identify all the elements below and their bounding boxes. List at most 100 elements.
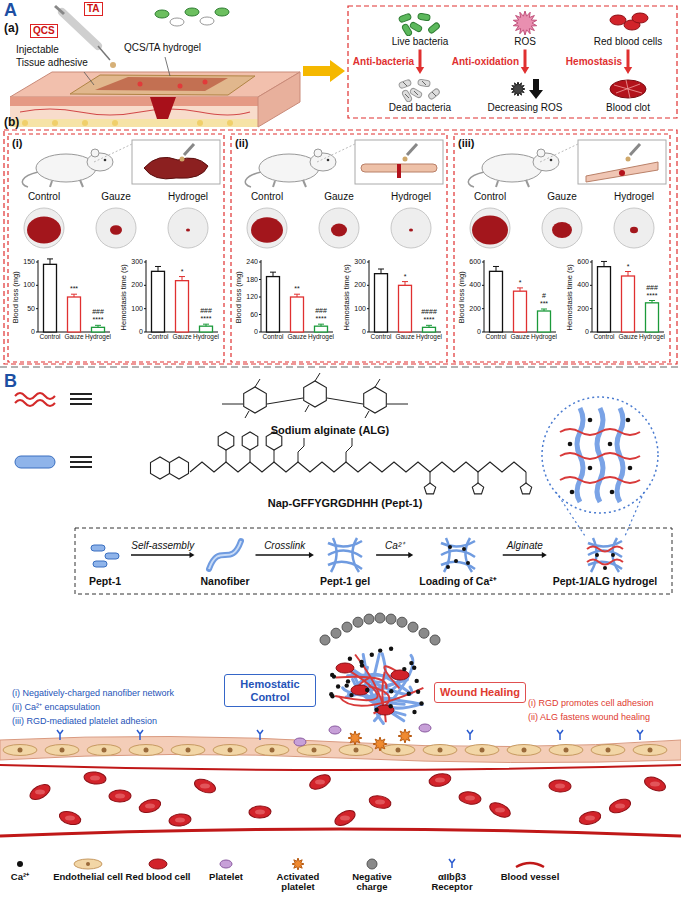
legend-sample — [86, 862, 90, 866]
red-blood-cell — [307, 772, 332, 792]
rat-tail — [245, 172, 261, 187]
endothelial-cell — [381, 745, 415, 756]
alginate-chain — [560, 429, 640, 435]
calcium-ion — [415, 679, 419, 683]
red-blood-cell — [632, 13, 648, 23]
category-label: Control — [40, 334, 61, 341]
tick-label: 50 — [27, 305, 35, 312]
legend-text: Red blood cell — [126, 872, 191, 882]
art-shape — [200, 17, 214, 25]
tick — [590, 308, 592, 309]
legend-text: αIIbβ3 Receptor — [417, 872, 487, 893]
red-blood-cell — [90, 776, 100, 781]
error-bar — [179, 276, 185, 277]
chem-ring — [520, 483, 531, 494]
error-bar — [628, 272, 629, 276]
negative-charge — [353, 617, 363, 627]
red-blood-cell — [255, 810, 265, 815]
category-label: Control — [486, 334, 507, 341]
red-blood-cell — [249, 806, 271, 819]
rat-eye — [550, 159, 553, 162]
chem-bond — [315, 373, 320, 381]
tick-label: 200 — [354, 281, 366, 288]
bar — [538, 311, 551, 332]
rat-tail — [22, 172, 38, 187]
panel-label: (ii) — [235, 137, 248, 150]
rat-ear — [91, 149, 99, 157]
alginate-chain — [587, 560, 623, 565]
blood-sample — [552, 222, 572, 238]
art-shape — [215, 8, 229, 16]
error-bar — [71, 294, 77, 295]
endothelial-cell — [423, 745, 457, 756]
art-shape — [170, 18, 184, 26]
endothelial-cell — [45, 745, 79, 756]
legend-sample — [220, 860, 232, 868]
axis-title: Blood loss (mg) — [235, 271, 244, 323]
bar — [68, 297, 81, 332]
category-label: Gauze — [64, 334, 83, 341]
art-shape — [10, 106, 258, 119]
category-label: Control — [263, 334, 284, 341]
chem-bond — [305, 405, 309, 412]
node-text: Decreasing ROS — [487, 102, 562, 114]
bar — [291, 297, 304, 332]
negative-charge — [397, 617, 407, 627]
icon-node: Pept-1 — [81, 535, 129, 587]
photo-caption: Hydrogel — [168, 191, 208, 203]
category-label: Gauze — [395, 334, 414, 341]
connector-arrow — [521, 50, 529, 75]
edge-label: Hemostasis — [566, 56, 622, 68]
error-bar — [604, 261, 605, 266]
nanofiber — [328, 541, 362, 547]
art-shape — [258, 72, 300, 127]
dead-mark — [432, 92, 436, 96]
nucleus — [438, 748, 443, 753]
tick — [259, 314, 261, 315]
category-label: Gauze — [618, 334, 637, 341]
red-blood-cell — [610, 15, 626, 25]
alginate-chain — [587, 547, 623, 552]
endothelial-cell — [255, 745, 289, 756]
nanofiber — [444, 538, 450, 572]
rat-leg — [496, 181, 498, 187]
bar — [514, 291, 527, 332]
chem-bond — [222, 404, 243, 405]
endothelial-cell — [213, 745, 247, 756]
art-shape — [52, 120, 58, 126]
tick — [590, 332, 592, 333]
panel-label: (a) — [4, 22, 19, 36]
tick-label: 200 — [577, 305, 589, 312]
calcium-ion — [389, 704, 393, 708]
icon-node: Pept-1 gel — [316, 535, 374, 587]
art-shape — [70, 456, 92, 458]
art-shape — [62, 12, 98, 46]
zoom-line — [625, 492, 644, 536]
tick-label: 0 — [362, 328, 366, 335]
rat-body — [482, 154, 542, 182]
negative-charge — [386, 614, 396, 624]
calcium-ion — [330, 673, 334, 677]
mechanism-item: (iii) RGD-mediated platelet adhesion — [12, 716, 157, 726]
gel-drop — [403, 157, 408, 162]
icon-node: Red blood cells — [590, 10, 666, 48]
photo — [319, 208, 359, 248]
panel-frame — [231, 134, 447, 362]
receptor — [467, 730, 473, 740]
connector-arrow — [624, 50, 632, 75]
error-bar — [203, 324, 209, 325]
node-text: Loading of Ca²⁺ — [419, 575, 497, 587]
error-bar — [402, 281, 408, 282]
bar — [267, 277, 280, 332]
label-box: Wound Healing — [434, 682, 526, 703]
icon-node: Decreasing ROS — [483, 76, 566, 114]
art-shape — [150, 97, 176, 119]
nucleus — [144, 748, 149, 753]
tick — [36, 308, 38, 309]
chem-bond — [365, 411, 369, 418]
node-text: ROS — [503, 36, 547, 48]
gel-drop — [626, 157, 631, 162]
nucleus — [396, 748, 401, 753]
icon-node: Nanofiber — [196, 535, 253, 587]
red-blood-cell — [168, 813, 191, 827]
